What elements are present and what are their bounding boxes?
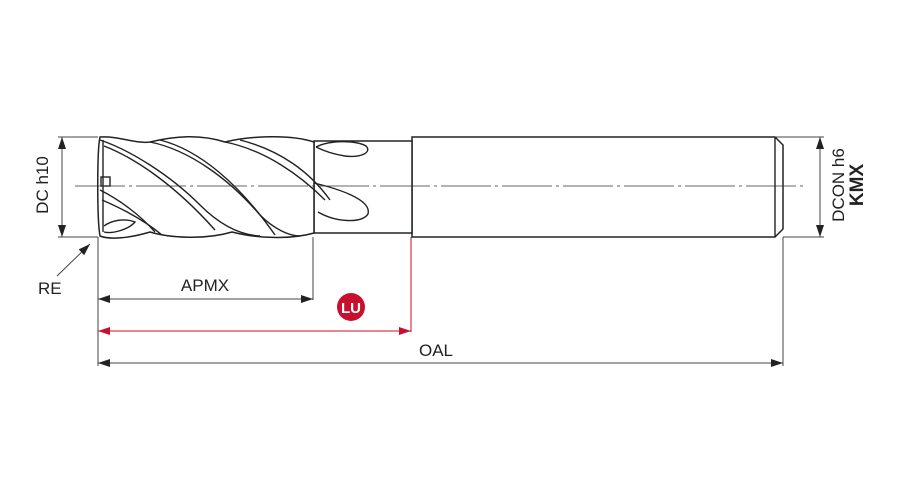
dcon-label: DCON h6	[829, 148, 848, 222]
kmx-label: KMX	[847, 164, 868, 207]
cutting-head	[97, 135, 331, 239]
oal-dimension: OAL	[98, 341, 783, 367]
apmx-label: APMX	[181, 276, 229, 295]
shank	[411, 136, 784, 238]
lu-badge	[337, 293, 365, 321]
apmx-dimension: APMX	[98, 276, 313, 303]
lu-dimension: LU	[98, 293, 411, 335]
dcon-dimension: DCON h6 KMX	[775, 136, 868, 238]
re-callout: RE	[38, 243, 91, 298]
oal-label: OAL	[419, 341, 453, 360]
neck	[299, 140, 413, 234]
dc-label: DC h10	[33, 156, 52, 214]
re-label: RE	[38, 279, 62, 298]
lu-label: LU	[341, 300, 361, 317]
dc-dimension: DC h10	[33, 136, 98, 238]
